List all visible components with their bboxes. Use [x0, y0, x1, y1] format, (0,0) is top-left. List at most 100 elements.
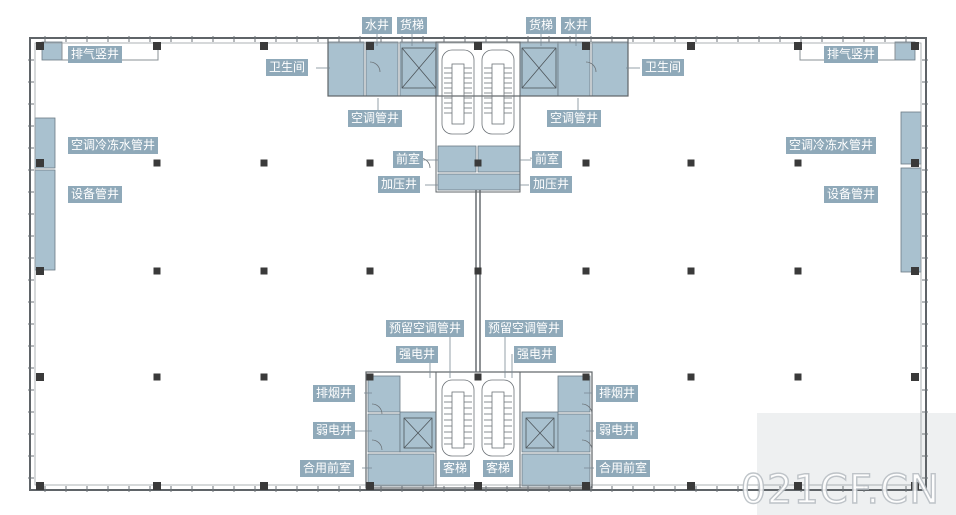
column [366, 267, 374, 275]
room [437, 173, 521, 191]
label-equipment-shaft-right: 设备管井 [824, 186, 879, 203]
column [36, 267, 44, 275]
label-lobby-right: 前室 [532, 151, 563, 168]
label-chilled-water-shaft-right: 空调冷冻水管井 [786, 137, 877, 154]
column [687, 373, 695, 381]
label-passenger-elevator-left: 客梯 [440, 460, 471, 477]
outer-wall [29, 37, 927, 491]
door-swing [371, 403, 383, 415]
room [477, 145, 521, 173]
column [687, 267, 695, 275]
label-leaders [316, 34, 640, 476]
elevator-cross [521, 47, 557, 89]
label-reserved-ac-shaft-left: 预留空调管井 [386, 320, 465, 337]
label-smoke-exhaust-shaft-right: 排烟井 [596, 385, 639, 402]
label-toilet-right: 卫生间 [642, 59, 685, 76]
column [366, 159, 374, 167]
room [367, 375, 401, 413]
stair-outline [481, 49, 515, 135]
label-freight-elevator-left: 货梯 [397, 17, 428, 34]
column [911, 42, 919, 50]
column [260, 482, 268, 490]
label-passenger-elevator-right: 客梯 [483, 460, 514, 477]
room [367, 413, 401, 453]
label-chilled-water-shaft-left: 空调冷冻水管井 [68, 137, 159, 154]
label-pressurization-shaft-right: 加压井 [530, 176, 573, 193]
shaded-rooms [34, 41, 922, 487]
stair-outline [441, 49, 475, 135]
door-swing [369, 61, 381, 73]
column [794, 159, 802, 167]
room [34, 169, 56, 271]
column [153, 42, 161, 50]
elevator-car [525, 417, 555, 449]
column [474, 267, 482, 275]
label-equipment-shaft-left: 设备管井 [68, 186, 123, 203]
stair-outline [481, 379, 515, 457]
label-pressurization-shaft-left: 加压井 [378, 176, 421, 193]
stair-elevator-details [369, 47, 597, 457]
label-weak-electric-shaft-left: 弱电井 [313, 422, 356, 439]
room [41, 41, 63, 61]
stair-well [491, 391, 505, 449]
room [557, 41, 591, 97]
label-reserved-ac-shaft-right: 预留空调管井 [485, 320, 564, 337]
label-exhaust-shaft-right: 排气竖井 [824, 46, 879, 63]
column [794, 267, 802, 275]
room [900, 167, 922, 273]
label-shared-lobby-right: 合用前室 [596, 460, 651, 477]
column [153, 159, 161, 167]
column [582, 267, 590, 275]
column [582, 159, 590, 167]
column [911, 373, 919, 381]
room [557, 375, 591, 413]
column [911, 267, 919, 275]
label-weak-electric-shaft-right: 弱电井 [596, 422, 639, 439]
elevator-cross [401, 47, 437, 89]
room [557, 413, 591, 453]
elevator-car [401, 47, 437, 89]
column [474, 42, 482, 50]
column [911, 159, 919, 167]
door-swing [581, 439, 593, 451]
column [153, 267, 161, 275]
stair-well [451, 63, 465, 125]
column [474, 482, 482, 490]
room [521, 453, 591, 487]
column [36, 42, 44, 50]
label-ac-pipe-shaft-left: 空调管井 [348, 110, 403, 127]
door-swing [371, 439, 383, 451]
column [687, 482, 695, 490]
column [260, 159, 268, 167]
column [36, 159, 44, 167]
label-toilet-left: 卫生间 [266, 59, 309, 76]
column [582, 42, 590, 50]
column [366, 482, 374, 490]
column [260, 42, 268, 50]
column [474, 159, 482, 167]
column [911, 482, 919, 490]
elevator-car [403, 417, 433, 449]
label-shared-lobby-left: 合用前室 [300, 460, 355, 477]
stair-well [491, 63, 505, 125]
room [367, 453, 435, 487]
watermark-text: 021CF.CN [740, 466, 940, 513]
room [365, 41, 399, 97]
column [794, 482, 802, 490]
column [794, 373, 802, 381]
column [36, 373, 44, 381]
column [260, 373, 268, 381]
column [582, 373, 590, 381]
column [794, 42, 802, 50]
column [474, 373, 482, 381]
column [366, 373, 374, 381]
room [327, 41, 365, 97]
column [687, 42, 695, 50]
room [900, 111, 922, 165]
label-exhaust-shaft-left: 排气竖井 [68, 46, 123, 63]
label-water-shaft-right: 水井 [561, 17, 592, 34]
walls [28, 36, 928, 492]
label-lobby-left: 前室 [393, 151, 424, 168]
label-strong-electric-shaft-left: 强电井 [396, 346, 439, 363]
